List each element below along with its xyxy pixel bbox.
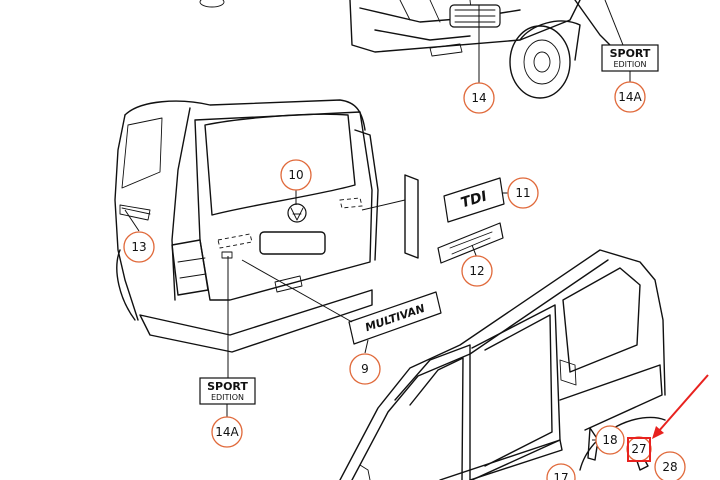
callout-13-label: 13 bbox=[131, 240, 146, 254]
callout-14a-bottom-label: 14A bbox=[215, 425, 239, 439]
callout-17[interactable]: 17 bbox=[546, 463, 576, 480]
rear-badge-13 bbox=[121, 207, 151, 215]
callout-12[interactable]: 12 bbox=[461, 255, 493, 287]
tdi-emblem-text: TDI bbox=[459, 188, 489, 211]
callout-14a-top-label: 14A bbox=[618, 90, 642, 104]
callout-18[interactable]: 18 bbox=[595, 425, 625, 455]
callout-11-label: 11 bbox=[515, 186, 530, 200]
callout-28-label: 28 bbox=[662, 460, 677, 474]
rear-vehicle-drawing bbox=[114, 99, 379, 353]
callout-11[interactable]: 11 bbox=[507, 177, 539, 209]
red-arrowhead-icon bbox=[652, 426, 664, 439]
callout-28[interactable]: 28 bbox=[654, 451, 686, 480]
callout-14a-bottom[interactable]: 14A bbox=[211, 416, 243, 448]
sport-edition-bottom-line1: SPORT bbox=[207, 380, 248, 393]
callout-10-label: 10 bbox=[288, 168, 303, 182]
tdi-emblem: TDI bbox=[404, 174, 505, 259]
callout-14[interactable]: 14 bbox=[463, 82, 495, 114]
syncro-emblem bbox=[437, 222, 504, 264]
callout-9[interactable]: 9 bbox=[349, 353, 381, 385]
callout-27[interactable]: 27 bbox=[626, 436, 652, 462]
sport-edition-top-line2: EDITION bbox=[613, 60, 646, 69]
front-vehicle-drawing bbox=[199, 0, 611, 99]
side-van-drawing bbox=[339, 249, 666, 480]
callout-17-label: 17 bbox=[553, 471, 568, 480]
callout-14-label: 14 bbox=[471, 91, 486, 105]
sport-edition-badge-bottom: SPORT EDITION bbox=[199, 377, 256, 405]
callout-12-label: 12 bbox=[469, 264, 484, 278]
callout-14a-top[interactable]: 14A bbox=[614, 81, 646, 113]
callout-18-label: 18 bbox=[602, 433, 617, 447]
red-arrow-line bbox=[657, 374, 709, 433]
callout-13[interactable]: 13 bbox=[123, 231, 155, 263]
highlight-annotation bbox=[627, 374, 709, 462]
highlight-box bbox=[627, 437, 651, 462]
sport-edition-badge-top: SPORT EDITION bbox=[601, 44, 659, 72]
callout-9-label: 9 bbox=[361, 362, 369, 376]
sport-edition-bottom-line2: EDITION bbox=[211, 393, 244, 402]
sport-edition-top-line1: SPORT bbox=[610, 47, 651, 60]
callout-10[interactable]: 10 bbox=[280, 159, 312, 191]
callout-27-label: 27 bbox=[631, 442, 646, 456]
multivan-emblem: MULTIVAN bbox=[348, 291, 442, 345]
